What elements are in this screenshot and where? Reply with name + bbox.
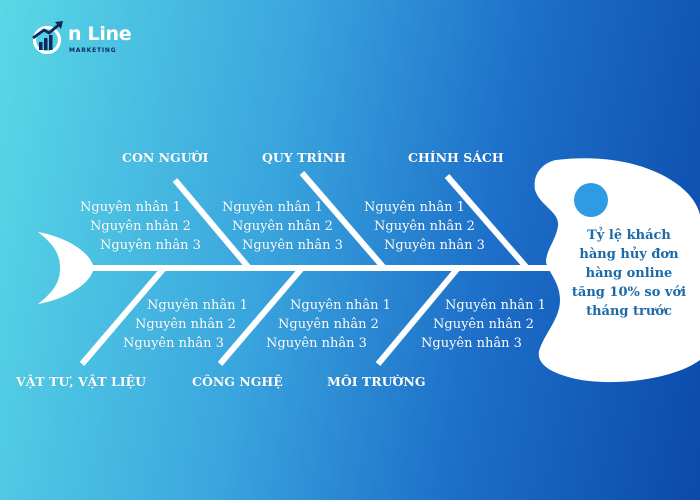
brand-logo: n Line MARKETING (28, 18, 138, 58)
logo-chart-icon (32, 21, 63, 54)
cause-label: Nguyên nhân 1 (364, 200, 465, 215)
category-moi-truong: MÔI TRƯỜNG (327, 374, 426, 389)
cause-label: Nguyên nhân 2 (135, 317, 236, 332)
fish-head (534, 158, 700, 383)
bone-top-1 (172, 178, 252, 270)
effect-problem-statement: Tỷ lệ khách hàng hủy đơn hàng online tăn… (571, 228, 687, 319)
cause-label: Nguyên nhân 3 (266, 336, 367, 351)
category-con-nguoi: CON NGƯỜI (122, 150, 209, 165)
fish-spine (92, 265, 552, 271)
cause-label: Nguyên nhân 2 (90, 219, 191, 234)
category-cong-nghe: CÔNG NGHỆ (192, 374, 283, 389)
cause-label: Nguyên nhân 2 (374, 219, 475, 234)
bone-bottom-1 (79, 266, 167, 366)
cause-label: Nguyên nhân 1 (147, 298, 248, 313)
cause-label: Nguyên nhân 3 (242, 238, 343, 253)
bone-bottom-2 (217, 266, 305, 366)
cause-label: Nguyên nhân 1 (222, 200, 323, 215)
logo-brand-text: n Line (68, 23, 132, 45)
cause-label: Nguyên nhân 3 (123, 336, 224, 351)
cause-label: Nguyên nhân 2 (232, 219, 333, 234)
cause-label: Nguyên nhân 1 (445, 298, 546, 313)
category-chinh-sach: CHÍNH SÁCH (408, 150, 504, 165)
category-quy-trinh: QUY TRÌNH (262, 150, 346, 165)
bone-top-2 (299, 171, 387, 270)
bone-bottom-3 (375, 266, 461, 366)
category-vat-tu-vat-lieu: VẬT TƯ, VẬT LIỆU (16, 374, 147, 389)
logo-tagline: MARKETING (69, 47, 117, 54)
cause-label: Nguyên nhân 3 (100, 238, 201, 253)
cause-label: Nguyên nhân 3 (384, 238, 485, 253)
bone-top-3 (444, 174, 530, 270)
fish-tail (38, 232, 94, 304)
cause-label: Nguyên nhân 2 (433, 317, 534, 332)
cause-label: Nguyên nhân 3 (421, 336, 522, 351)
cause-label: Nguyên nhân 2 (278, 317, 379, 332)
cause-label: Nguyên nhân 1 (80, 200, 181, 215)
cause-label: Nguyên nhân 1 (290, 298, 391, 313)
fish-eye (574, 183, 608, 217)
